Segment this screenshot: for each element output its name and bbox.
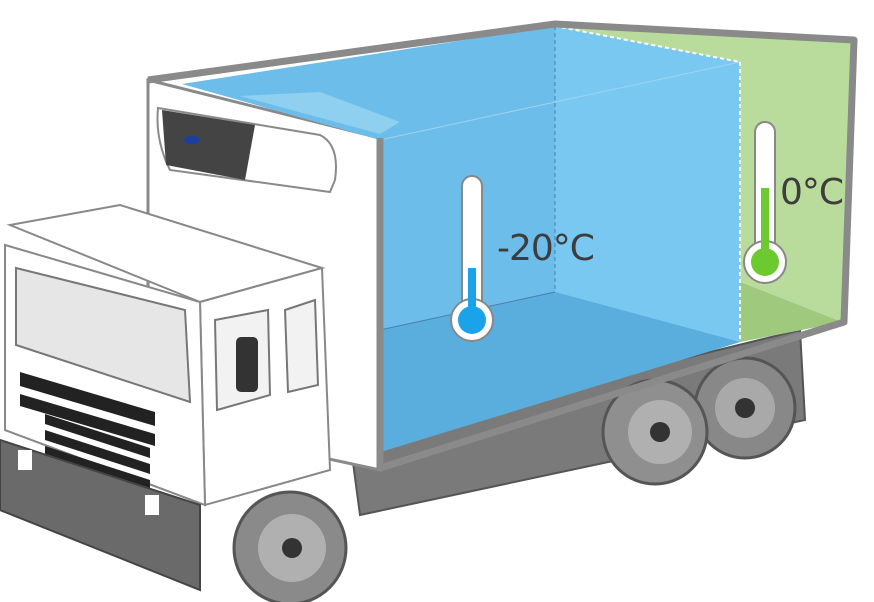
chiller-thermometer-icon xyxy=(743,121,787,284)
grille xyxy=(20,372,155,490)
freezer-thermometer-icon xyxy=(450,175,494,342)
cargo-box-outline xyxy=(147,20,858,472)
front-wheel xyxy=(232,490,348,602)
rear-wheels xyxy=(601,356,797,486)
cab xyxy=(0,203,332,592)
freezer-temperature-label: -20°C xyxy=(497,228,595,269)
bumper xyxy=(0,438,201,592)
windshield xyxy=(15,266,192,404)
chiller-temperature-label: 0°C xyxy=(780,172,844,213)
refrigeration-unit xyxy=(156,106,337,194)
